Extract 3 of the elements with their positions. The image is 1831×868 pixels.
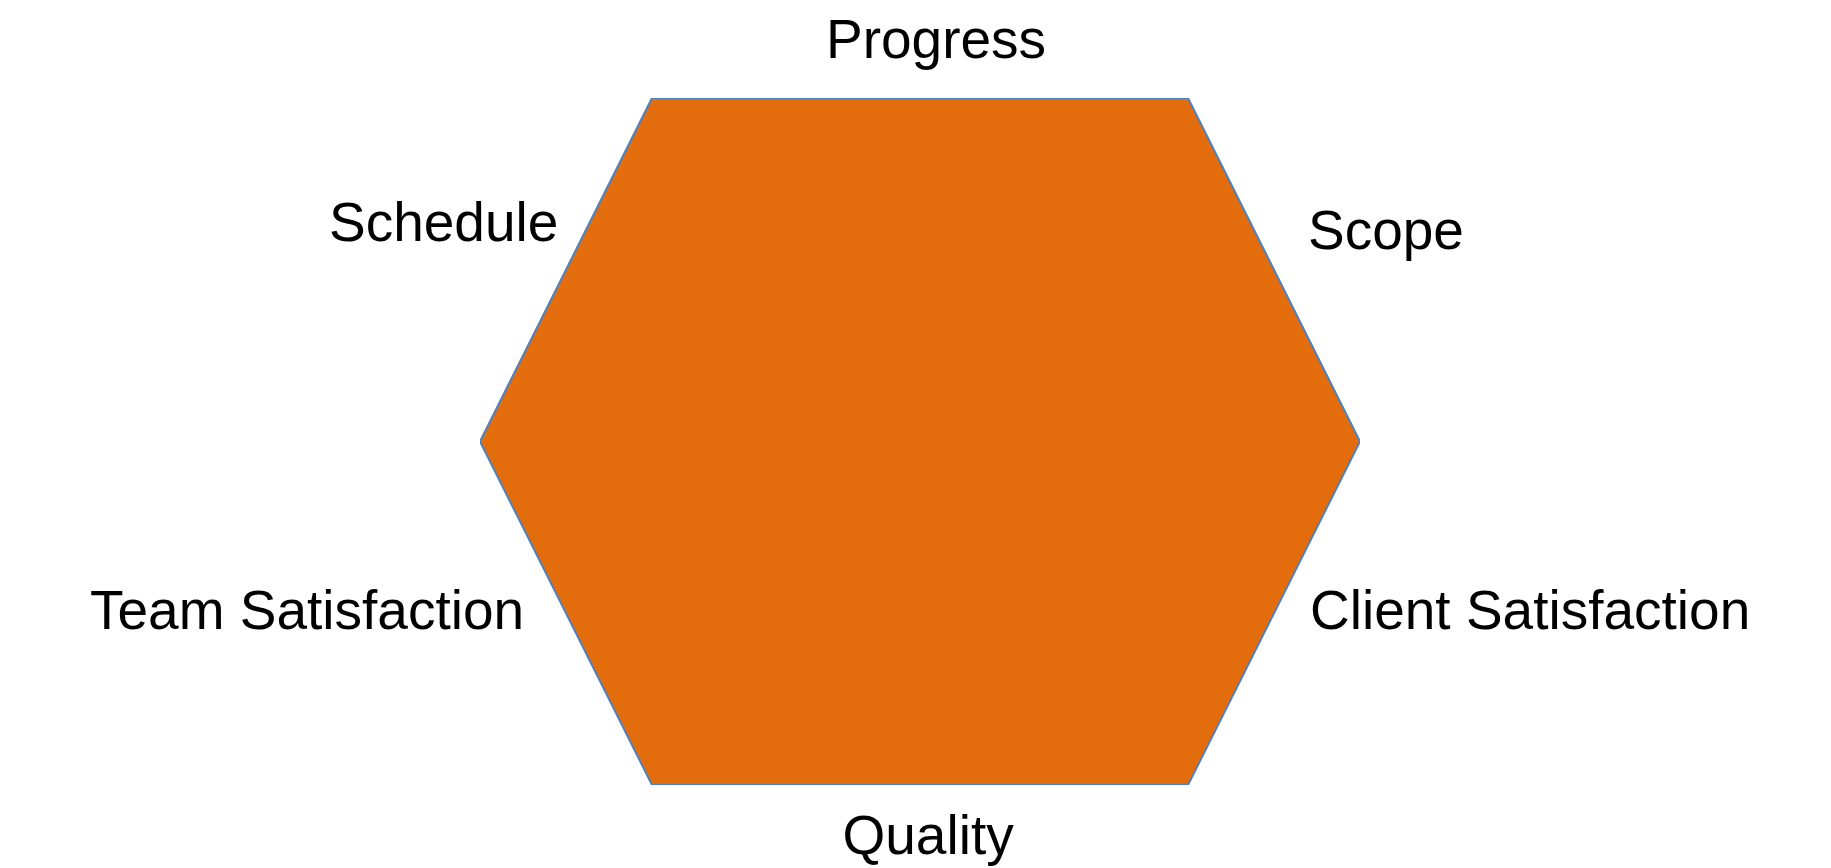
side-label: Schedule xyxy=(329,194,559,250)
side-label: Team Satisfaction xyxy=(90,582,525,638)
side-label: Client Satisfaction xyxy=(1310,582,1751,638)
